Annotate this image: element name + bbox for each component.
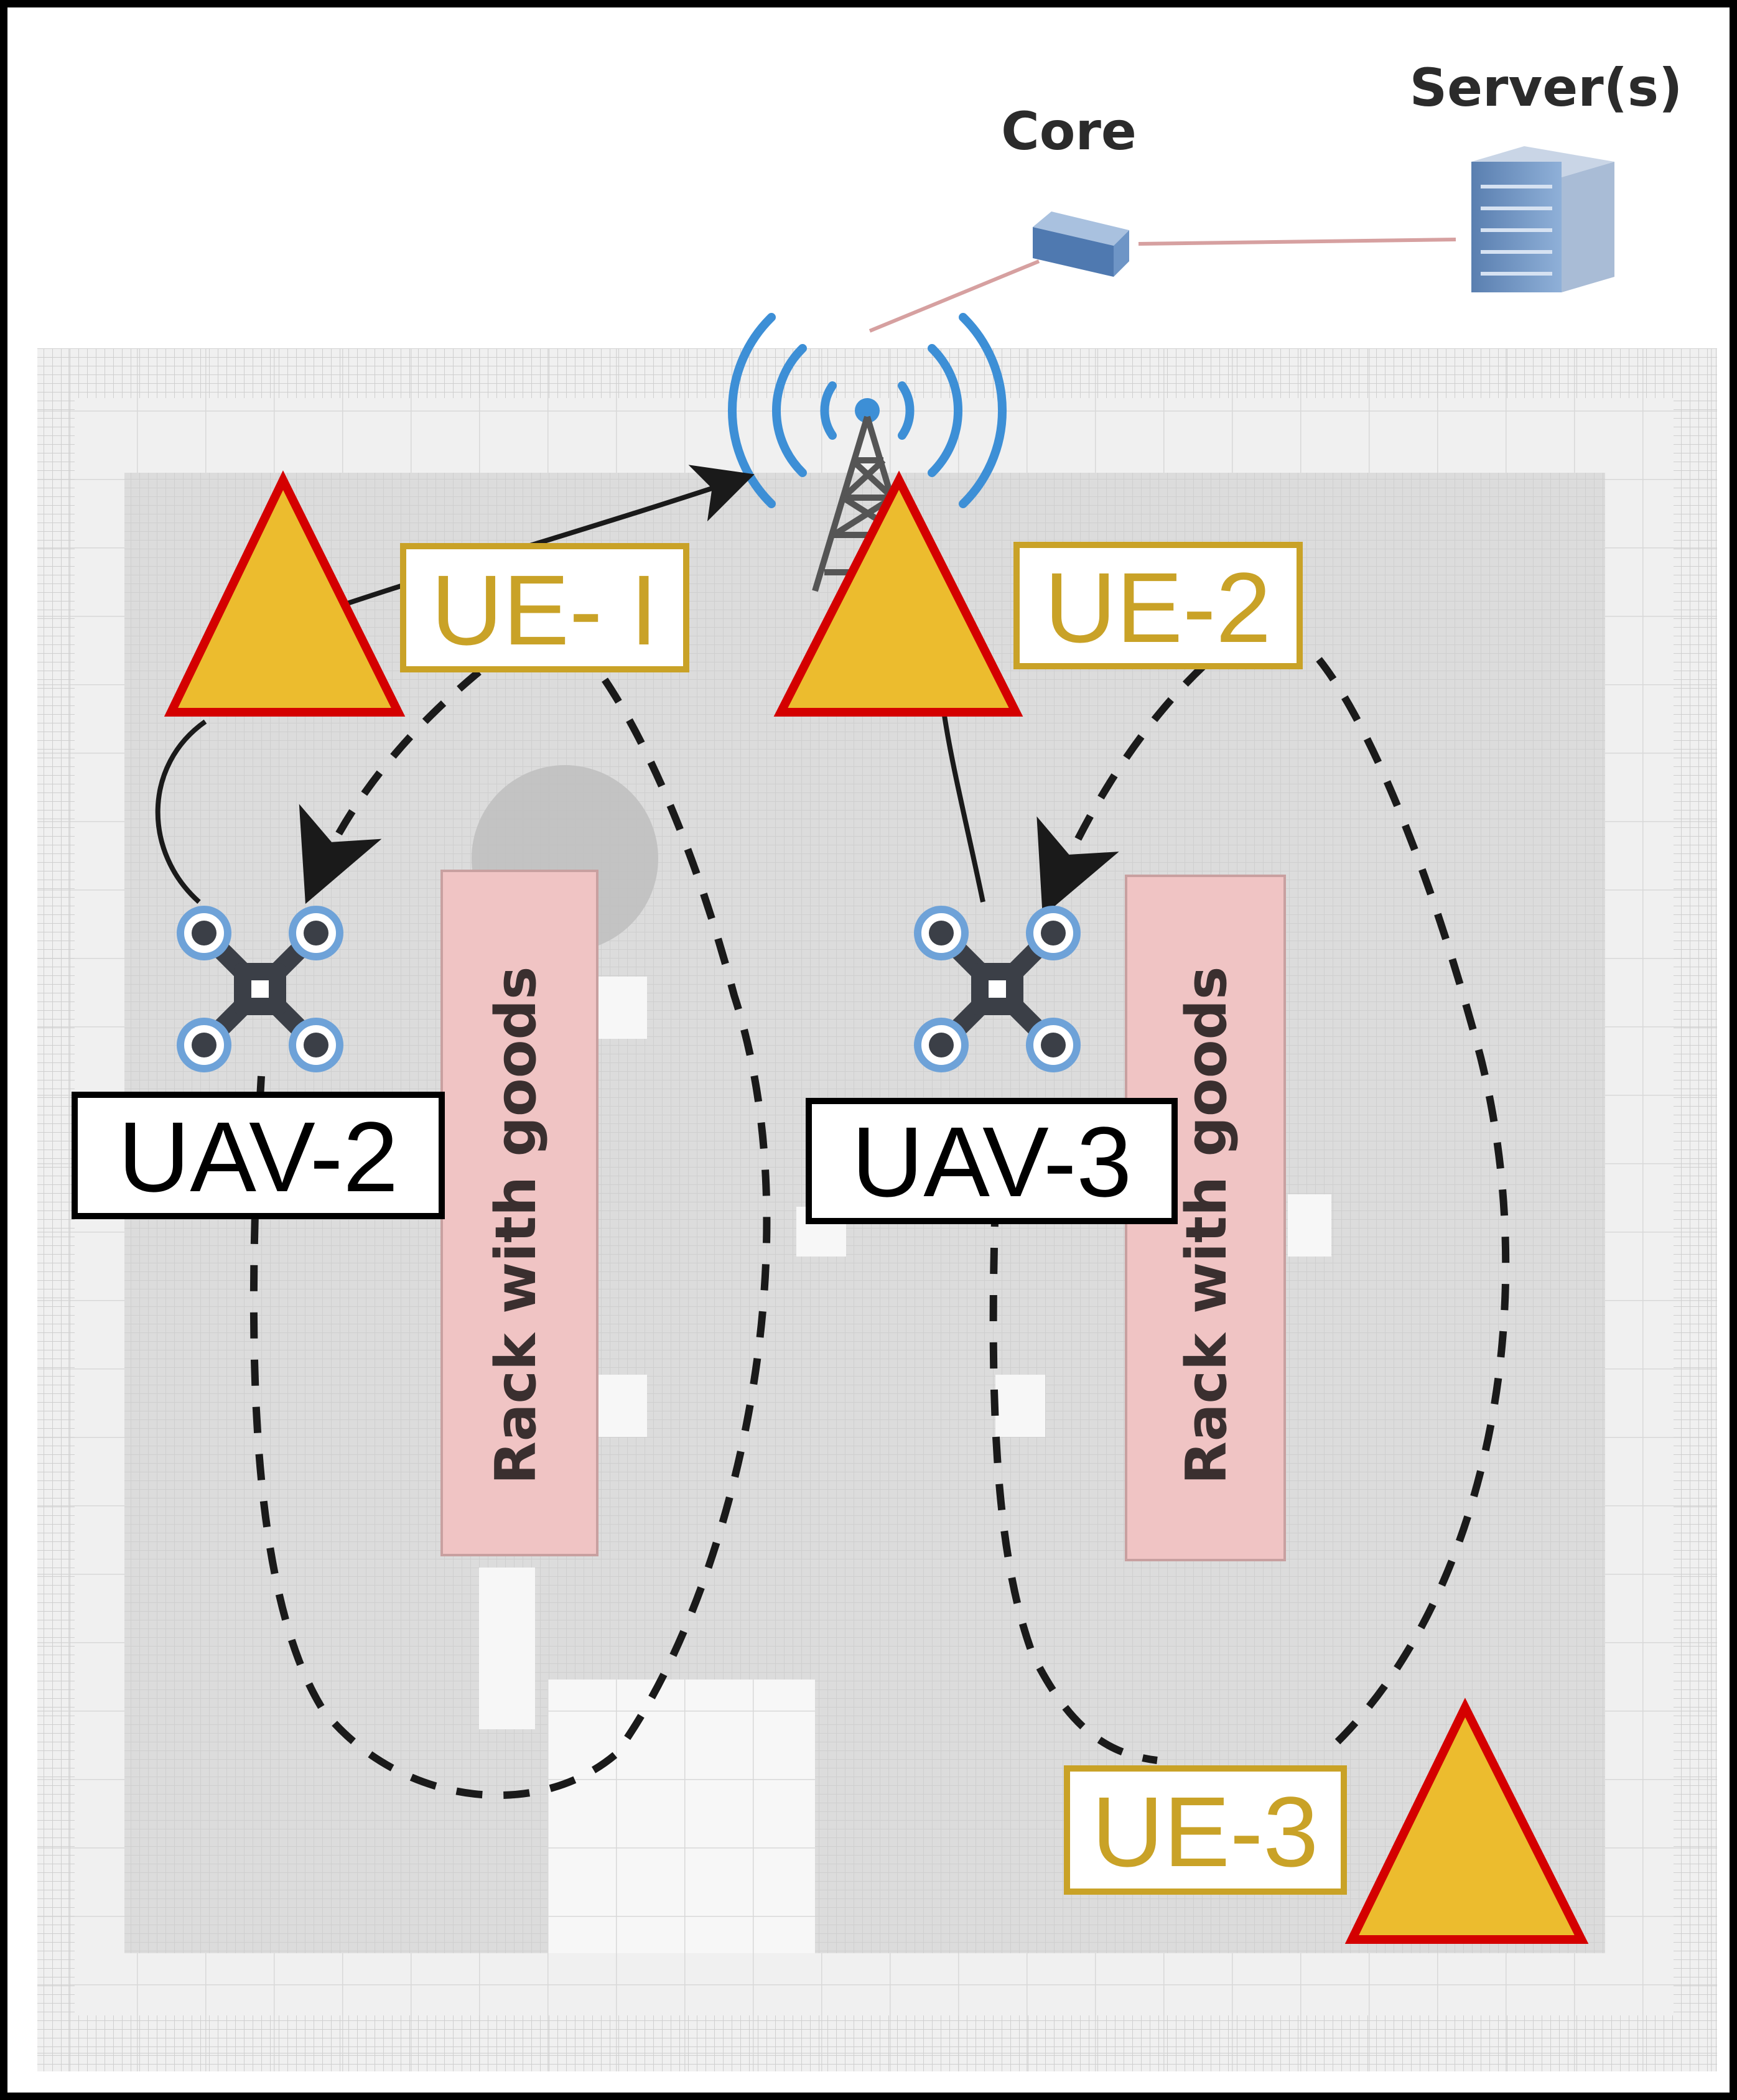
ue-2-triangle-icon [773,470,1023,717]
uav-3-label: UAV-3 [852,1106,1132,1217]
uav-3-drone-icon [914,906,1081,1072]
uav-3-label-box: UAV-3 [806,1098,1178,1224]
rack-1: Rack with goods [440,870,598,1556]
uav-2-label-box: UAV-2 [72,1092,445,1219]
uav-2-drone-icon [177,906,343,1072]
uav-2-label: UAV-2 [118,1101,399,1212]
uav-3-loop-path [1316,657,1510,1745]
core-server-link [1138,238,1456,246]
core-router-icon [1033,211,1129,277]
tower-core-link [868,259,1040,333]
rack-2: Rack with goods [1125,875,1286,1561]
uav-3-flight-path [989,1200,1158,1764]
ue-3-label: UE-3 [1092,1776,1319,1887]
ue-1-triangle-icon [164,470,406,717]
server-icon [1471,146,1614,292]
server-label: Server(s) [1410,57,1683,118]
core-label: Core [1001,101,1137,162]
ue-2-label: UE-2 [1045,552,1272,663]
uav3-to-tower-link [942,715,985,903]
uav-3-approach-path [1036,662,1207,917]
ue-3-triangle-icon [1344,1698,1589,1944]
ue-1-label: UE- I [431,554,658,666]
ue-1-label-box: UE- I [400,543,689,672]
ue-3-label-box: UE-3 [1064,1765,1347,1895]
uav-2-flight-path [249,651,771,1800]
rack-2-label: Rack with goods [1174,966,1239,1484]
ue-2-label-box: UE-2 [1013,542,1303,669]
uav2-to-ue1-link [155,719,207,904]
rack-1-label: Rack with goods [483,966,549,1484]
